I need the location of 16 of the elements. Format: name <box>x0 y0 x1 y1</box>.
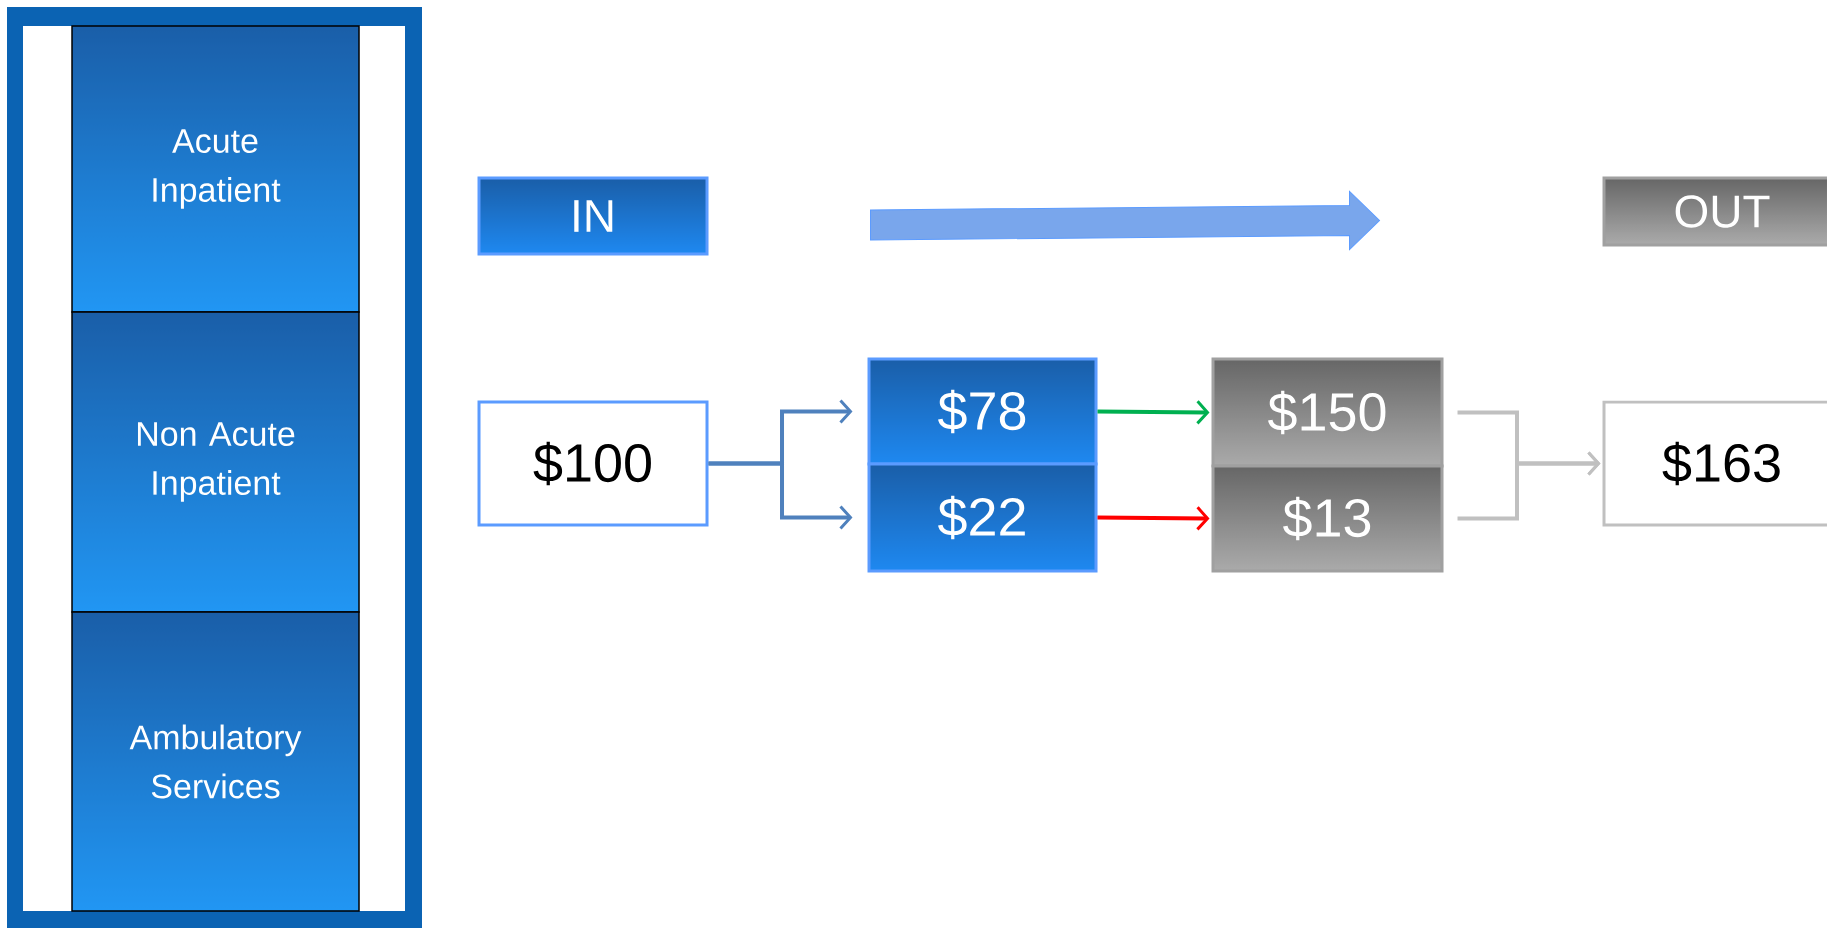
value-box: $100 <box>477 400 709 527</box>
value-box: $163 <box>1602 400 1827 527</box>
value-box: $22 <box>867 462 1098 573</box>
value-box: $150 <box>1211 357 1444 468</box>
arrow <box>1097 506 1210 531</box>
value-box: $13 <box>1211 464 1444 573</box>
category-box: Non Acute Inpatient <box>71 311 360 613</box>
block-arrow <box>870 191 1380 250</box>
arrow <box>708 461 853 530</box>
arrow <box>1097 400 1210 425</box>
arrow <box>1457 451 1601 521</box>
category-box: Ambulatory Services <box>71 611 360 912</box>
value-box: $78 <box>867 357 1098 466</box>
value-box: OUT <box>1602 176 1827 247</box>
category-box: Acute Inpatient <box>71 25 360 313</box>
value-box: IN <box>477 176 709 256</box>
